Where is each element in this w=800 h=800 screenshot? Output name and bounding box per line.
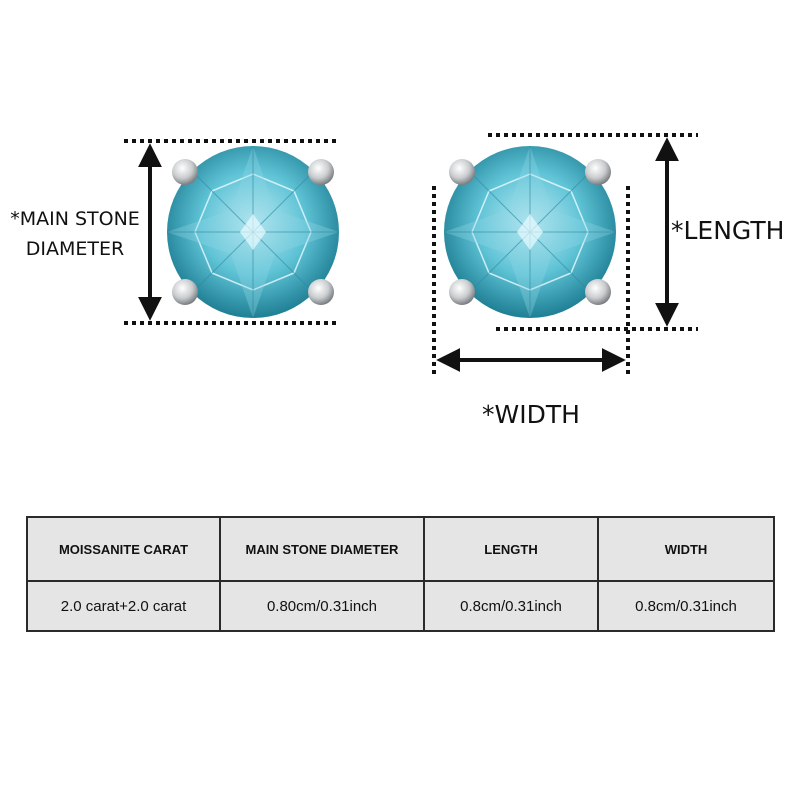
cell-length: 0.8cm/0.31inch xyxy=(423,580,599,632)
cell-carat: 2.0 carat+2.0 carat xyxy=(26,580,221,632)
header-main-stone-diameter: MAIN STONE DIAMETER xyxy=(219,516,425,582)
specs-header-row: MOISSANITE CARAT MAIN STONE DIAMETER LEN… xyxy=(26,516,775,582)
width-label: *WIDTH xyxy=(482,400,580,429)
main-stone-diameter-label: *MAIN STONE DIAMETER xyxy=(0,204,150,264)
earring-diagram xyxy=(124,133,698,378)
header-width: WIDTH xyxy=(597,516,775,582)
table-row: 2.0 carat+2.0 carat 0.80cm/0.31inch 0.8c… xyxy=(26,580,775,632)
left-earring-stud xyxy=(166,145,340,319)
header-moissanite-carat: MOISSANITE CARAT xyxy=(26,516,221,582)
main-stone-label-line2: DIAMETER xyxy=(25,238,125,260)
right-earring-stud xyxy=(443,145,617,319)
length-label: *LENGTH xyxy=(671,216,785,245)
header-length: LENGTH xyxy=(423,516,599,582)
main-stone-label-line1: *MAIN STONE xyxy=(10,208,140,230)
specs-table: MOISSANITE CARAT MAIN STONE DIAMETER LEN… xyxy=(26,516,775,632)
cell-main-stone-diameter: 0.80cm/0.31inch xyxy=(219,580,425,632)
cell-width: 0.8cm/0.31inch xyxy=(597,580,775,632)
